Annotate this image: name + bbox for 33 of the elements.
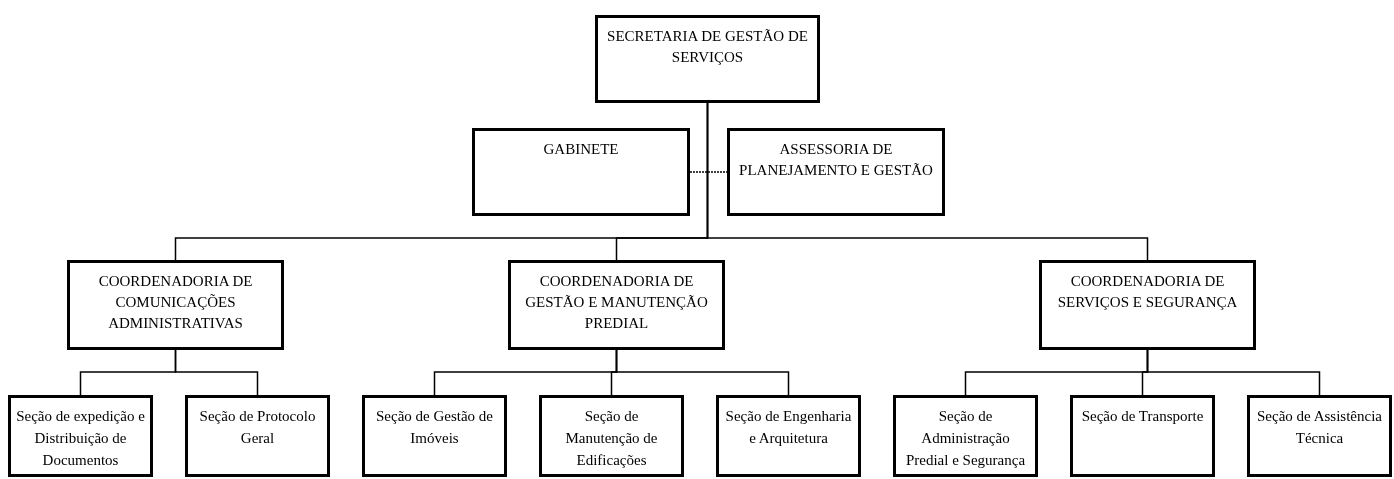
box-label: Seção de Engenharia e Arquitetura (724, 407, 853, 448)
box-label: Seção de Gestão de Imóveis (374, 407, 494, 448)
org-box (1039, 260, 1256, 350)
org-box (185, 395, 330, 477)
connector-line (174, 349, 259, 396)
org-box (1247, 395, 1392, 477)
connector-line (615, 349, 790, 396)
box-label: COORDENADORIA DE SERVIÇOS E SEGURANÇA (1056, 272, 1239, 312)
org-box (8, 395, 153, 477)
box-label: Seção de expedição e Distribuição de Documentos (15, 407, 146, 470)
org-box (67, 260, 284, 350)
box-label: COORDENADORIA DE GESTÃO E MANUTENÇÃO PREDIAL (524, 272, 709, 333)
org-box (595, 15, 820, 103)
org-box (539, 395, 684, 477)
org-box (508, 260, 725, 350)
box-label: SECRETARIA DE GESTÃO DE SERVIÇOS (606, 27, 809, 67)
org-box (1070, 395, 1215, 477)
connector-line (706, 102, 1149, 261)
box-label: Seção de Manutenção de Edificações (564, 407, 659, 470)
box-label: Seção de Assistência Técnica (1256, 407, 1383, 448)
box-label: Seção de Transporte (1081, 407, 1204, 426)
org-box (472, 128, 690, 216)
box-label: Seção de Administração Predial e Segurança (904, 407, 1027, 470)
box-label: GABINETE (542, 140, 620, 159)
connector-line (1146, 349, 1321, 396)
box-label: Seção de Protocolo Geral (198, 407, 317, 448)
box-label: ASSESSORIA DE PLANEJAMENTO E GESTÃO (738, 140, 934, 180)
org-box (727, 128, 945, 216)
dotted-connector (689, 171, 728, 173)
org-box (362, 395, 507, 477)
box-label: COORDENADORIA DE COMUNICAÇÕES ADMINISTRATIVAS (97, 272, 254, 333)
org-box (716, 395, 861, 477)
org-box (893, 395, 1038, 477)
